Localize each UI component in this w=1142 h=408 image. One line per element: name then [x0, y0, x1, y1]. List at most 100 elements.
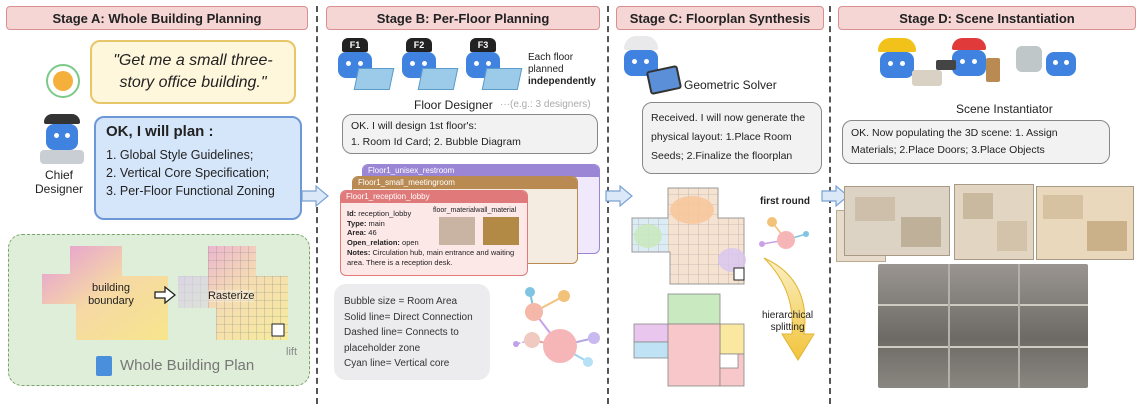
room-bubble — [525, 303, 543, 321]
building-boundary-shape — [42, 246, 168, 340]
mini-bubble-diagram — [759, 217, 809, 249]
hierarchical-text: hierarchical — [762, 310, 814, 321]
room-bubble — [558, 290, 570, 302]
door-icon — [986, 58, 1000, 82]
room-bubble — [543, 329, 577, 363]
speech-line: Materials; 2.Place Doors; 3.Place Object… — [851, 144, 1045, 156]
room-card-title: Floor1_small_meetingroom — [353, 177, 577, 189]
floor-designer-label: Floor Designer — [414, 98, 493, 112]
room-bubble — [513, 341, 519, 347]
solver-speech: Received. I will now generate the physic… — [642, 102, 822, 174]
legend-line: Cyan line= Vertical core — [344, 358, 450, 369]
room-card-title: Floor1_unisex_restroom — [363, 165, 599, 177]
stage-divider — [607, 6, 609, 404]
field-label: Id: — [347, 209, 357, 218]
speech-line: 1. Room Id Card; 2. Bubble Diagram — [351, 136, 521, 148]
wall-material-swatch — [483, 217, 519, 245]
room-bubble — [583, 357, 593, 367]
bubble-diagram — [513, 287, 600, 367]
material-label: floor_materialwall_material — [433, 207, 517, 214]
field-label: Area: — [347, 228, 367, 237]
stage-d-header: Stage D: Scene Instantiation — [838, 6, 1136, 30]
field-label: Notes: — [347, 248, 371, 257]
final-floorplan — [633, 293, 745, 387]
building-3d-render — [878, 264, 1088, 388]
document-icon — [96, 356, 112, 376]
blueprint-icon — [353, 68, 395, 90]
flow-arrow-icon — [605, 184, 633, 208]
room-card-title: Floor1_reception_lobby — [341, 191, 527, 203]
speech-line: OK. I will design 1st floor's: — [351, 120, 477, 132]
hierarchical-splitting-label: hierarchical splitting — [762, 310, 813, 334]
instantiator-speech: OK. Now populating the 3D scene: 1. Assi… — [842, 120, 1110, 164]
first-round-label: first round — [760, 196, 810, 207]
arrow-right-icon — [154, 286, 176, 304]
field-value: main — [368, 218, 385, 228]
helmet-icon — [624, 36, 658, 50]
user-quote: "Get me a small three-story office build… — [113, 52, 273, 91]
speech-line: Seeds; 2.Finalize the floorplan — [651, 150, 793, 162]
curved-arrow-icon — [763, 257, 815, 361]
speech-line: Received. I will now generate the — [651, 112, 806, 124]
room-seed — [670, 196, 714, 224]
blueprint-roll-icon — [40, 150, 84, 164]
each-floor-text: planned — [528, 64, 564, 75]
speech-line: physical layout: 1.Place Room — [651, 131, 792, 143]
instantiator-robot-icon — [1046, 52, 1076, 76]
room-seed — [718, 248, 746, 272]
field-value: open — [402, 237, 419, 247]
hat-f1-icon: F1 — [342, 38, 368, 52]
field-value: Circulation hub, main entrance and waiti… — [347, 248, 515, 267]
user-request-bubble: "Get me a small three-story office build… — [90, 40, 296, 104]
drill-icon — [936, 60, 956, 70]
flow-arrow-icon — [301, 184, 329, 208]
scene-instantiator-label: Scene Instantiator — [956, 102, 1053, 116]
sofa-icon — [1016, 46, 1042, 72]
seed-placement-grid — [631, 187, 746, 285]
building-boundary-label: building boundary — [88, 282, 134, 307]
stage-divider — [829, 6, 831, 404]
floor-render-thumbnail — [954, 184, 1034, 260]
legend-line: placeholder zone — [344, 342, 421, 354]
floor-material-swatch — [439, 217, 475, 245]
tablet-icon — [645, 64, 683, 96]
chief-robot-icon — [46, 124, 78, 150]
room-card-fields: Id: reception_lobby Type: main Area: 46 … — [347, 209, 439, 247]
user-avatar — [46, 64, 80, 98]
geometric-solver-label: Geometric Solver — [684, 78, 777, 92]
red-hardhat-icon — [952, 38, 986, 50]
rasterized-grid — [178, 246, 288, 340]
stage-c-header: Stage C: Floorplan Synthesis — [616, 6, 824, 30]
legend-line: Solid line= Direct Connection — [344, 311, 473, 323]
rasterize-label: Rasterize — [208, 290, 255, 302]
hat-f2-icon: F2 — [406, 38, 432, 52]
room-bubble — [524, 332, 540, 348]
field-value: 46 — [368, 228, 377, 237]
instantiator-robot-icon — [952, 50, 986, 76]
whole-building-plan-label: Whole Building Plan — [120, 357, 255, 374]
legend-line: Bubble size = Room Area — [344, 296, 458, 307]
chief-designer-label: Chief Designer — [34, 168, 84, 196]
plan-item: 2. Vertical Core Specification; — [106, 166, 270, 180]
stage-a-header: Stage A: Whole Building Planning — [6, 6, 308, 30]
speech-line: OK. Now populating the 3D scene: 1. Assi… — [851, 127, 1058, 139]
books-icon — [912, 70, 942, 86]
floor-designer-robot-icon — [466, 52, 500, 78]
room-card-reception-lobby: Floor1_reception_lobby Id: reception_lob… — [340, 190, 528, 276]
instantiator-robot-icon — [880, 52, 914, 78]
floor-designer-speech: OK. I will design 1st floor's: 1. Room I… — [342, 114, 598, 154]
plan-item: 3. Per-Floor Functional Zoning — [106, 184, 275, 198]
independently-text: independently — [528, 76, 596, 87]
room-bubble — [525, 287, 535, 297]
field-value: reception_lobby — [358, 209, 412, 218]
lift-label: lift — [286, 346, 297, 358]
designer-count-note: ···(e.g.: 3 designers) — [500, 99, 591, 110]
flow-arrow-icon — [821, 184, 849, 208]
blueprint-icon — [481, 68, 523, 90]
plan-heading: OK, I will plan : — [106, 123, 214, 140]
field-label: Type: — [347, 218, 367, 228]
each-floor-text: Each floor — [528, 52, 574, 63]
room-bubble — [588, 332, 600, 344]
field-label: Open_relation: — [347, 237, 400, 247]
floor-render-thumbnail — [844, 186, 950, 256]
